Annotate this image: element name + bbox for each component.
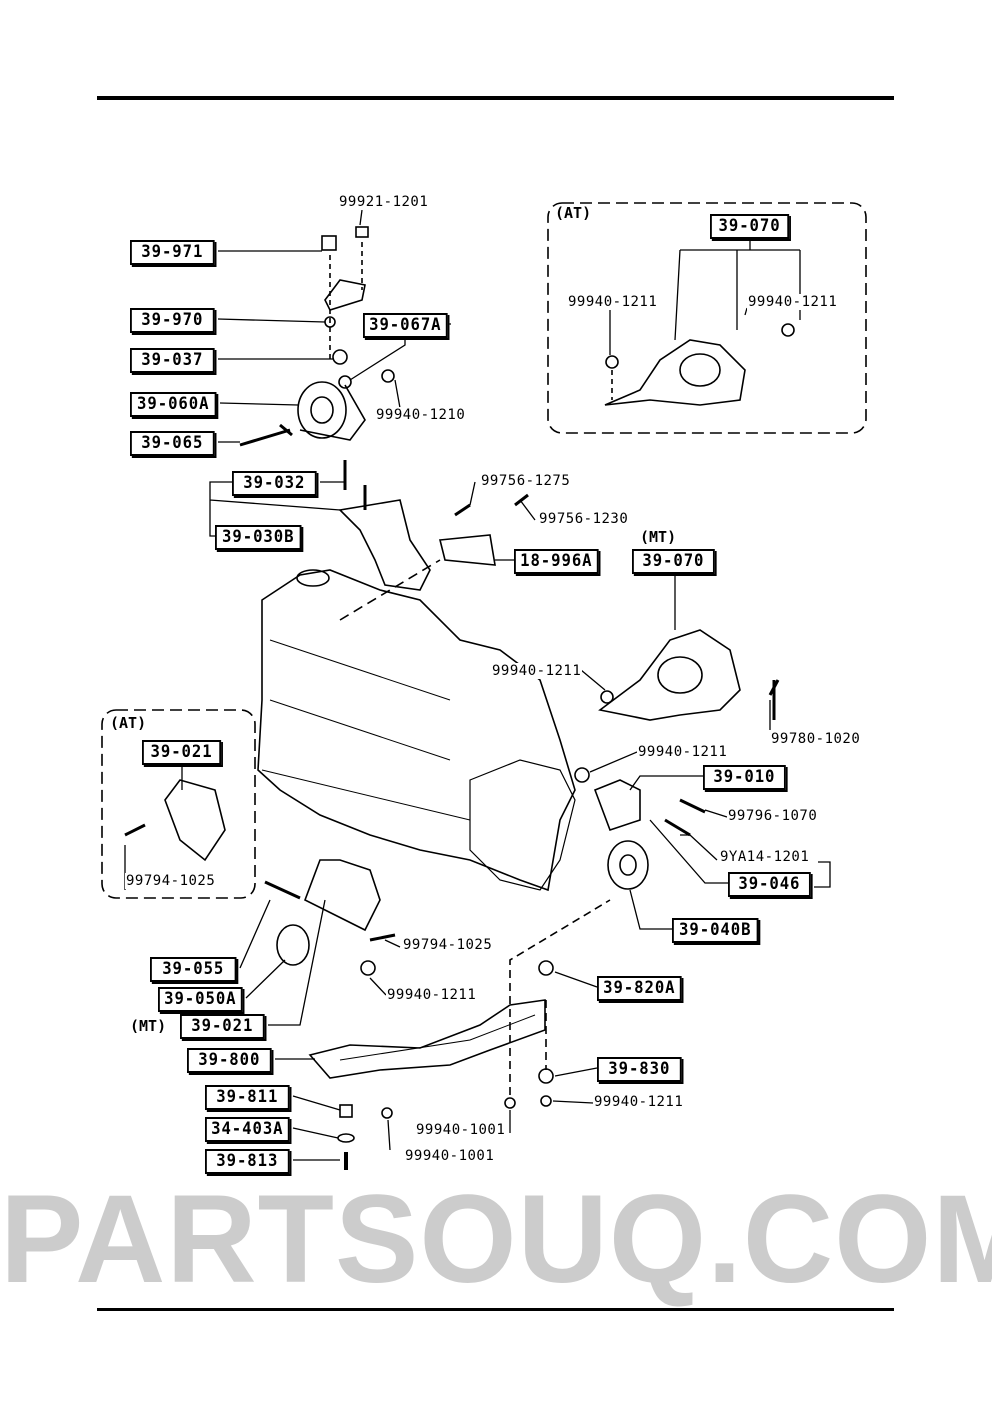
at-inset-frame-left: [101, 709, 256, 899]
callout-39-070-mt[interactable]: 39-070: [632, 549, 715, 574]
crossmember-39-800: [308, 999, 546, 1079]
bracket-18-996A: [438, 534, 496, 566]
hardware-99940-1211-bracket[interactable]: 99940-1211: [637, 744, 729, 760]
bracket-39-030B: [338, 499, 431, 591]
bracket-39-010: [593, 779, 641, 832]
nut-99921-1201: [355, 226, 369, 238]
nut-39-811: [339, 1104, 353, 1118]
callout-39-065[interactable]: 39-065: [130, 431, 215, 456]
callout-39-070-at[interactable]: 39-070: [710, 214, 790, 239]
hardware-99780-1020[interactable]: 99780-1020: [770, 731, 862, 747]
bracket-39-021-at: [164, 779, 226, 862]
hardware-99921-1201[interactable]: 99921-1201: [338, 194, 430, 210]
hardware-99940-1211-mt[interactable]: 99940-1211: [491, 663, 583, 679]
callout-39-040B[interactable]: 39-040B: [672, 918, 759, 943]
variant-tag-mt-39-070: (MT): [640, 528, 677, 546]
callout-39-811[interactable]: 39-811: [205, 1085, 290, 1110]
bracket-39-970: [324, 279, 366, 311]
callout-39-050A[interactable]: 39-050A: [158, 987, 243, 1012]
callout-34-403A[interactable]: 34-403A: [205, 1117, 290, 1142]
callout-39-010[interactable]: 39-010: [703, 765, 786, 790]
callout-39-032[interactable]: 39-032: [232, 471, 317, 496]
mount-39-050A: [276, 924, 310, 966]
hardware-99940-1001-b[interactable]: 99940-1001: [404, 1148, 496, 1164]
nut-99940-1210: [381, 369, 395, 383]
hardware-99796-1070[interactable]: 99796-1070: [727, 808, 819, 824]
variant-tag-at-right: (AT): [555, 204, 592, 222]
mount-39-060A: [297, 381, 347, 439]
callout-39-830[interactable]: 39-830: [597, 1057, 682, 1082]
hardware-99940-1211-at-right[interactable]: 99940-1211: [747, 294, 839, 310]
hardware-99794-1025[interactable]: 99794-1025: [402, 937, 494, 953]
nut-39-037: [332, 349, 348, 365]
callout-39-021-at[interactable]: 39-021: [142, 740, 222, 765]
callout-39-813[interactable]: 39-813: [205, 1149, 290, 1174]
hardware-99940-1001-a[interactable]: 99940-1001: [415, 1122, 507, 1138]
nut-39-820A: [538, 960, 554, 976]
top-rule: [97, 96, 894, 100]
bolt-39-065: [239, 423, 293, 447]
callout-39-800[interactable]: 39-800: [187, 1048, 272, 1073]
hardware-99756-1230[interactable]: 99756-1230: [538, 511, 630, 527]
engine-oil-cap: [296, 569, 330, 587]
callout-39-970[interactable]: 39-970: [130, 308, 215, 333]
at-inset-frame-right: [547, 202, 867, 434]
hardware-9YA14-1201[interactable]: 9YA14-1201: [719, 849, 811, 865]
leader-lines: [124, 209, 831, 1161]
engine-block: [257, 569, 576, 892]
callout-39-055[interactable]: 39-055: [150, 957, 237, 982]
mount-39-070-at: [604, 339, 746, 406]
hardware-99940-1211-crossmember[interactable]: 99940-1211: [593, 1094, 685, 1110]
mount-39-040B: [607, 840, 649, 890]
nut-39-830: [538, 1068, 554, 1084]
bolt-39-971: [321, 235, 337, 251]
hardware-99940-1210[interactable]: 99940-1210: [375, 407, 467, 423]
callout-39-060A[interactable]: 39-060A: [130, 392, 217, 417]
callout-18-996A[interactable]: 18-996A: [514, 549, 599, 574]
callout-39-030B[interactable]: 39-030B: [215, 525, 302, 550]
transmission: [469, 759, 576, 891]
hardware-99940-1211-at-left[interactable]: 99940-1211: [567, 294, 659, 310]
mount-39-070-mt: [598, 629, 741, 721]
bracket-39-021-mt: [303, 859, 381, 932]
callout-39-067A[interactable]: 39-067A: [363, 313, 448, 338]
hardware-99940-1211-left[interactable]: 99940-1211: [386, 987, 478, 1003]
callout-39-971[interactable]: 39-971: [130, 240, 215, 265]
variant-tag-mt-39-021: (MT): [130, 1017, 167, 1035]
callout-39-021-mt[interactable]: 39-021: [180, 1014, 265, 1039]
callout-39-037[interactable]: 39-037: [130, 348, 215, 373]
hardware-99756-1275[interactable]: 99756-1275: [480, 473, 572, 489]
callout-39-046[interactable]: 39-046: [728, 872, 811, 897]
bottom-rule: [97, 1308, 894, 1311]
variant-tag-at-left: (AT): [110, 714, 147, 732]
hardware-99794-1025-at[interactable]: 99794-1025: [125, 873, 217, 889]
callout-39-820A[interactable]: 39-820A: [597, 976, 682, 1001]
